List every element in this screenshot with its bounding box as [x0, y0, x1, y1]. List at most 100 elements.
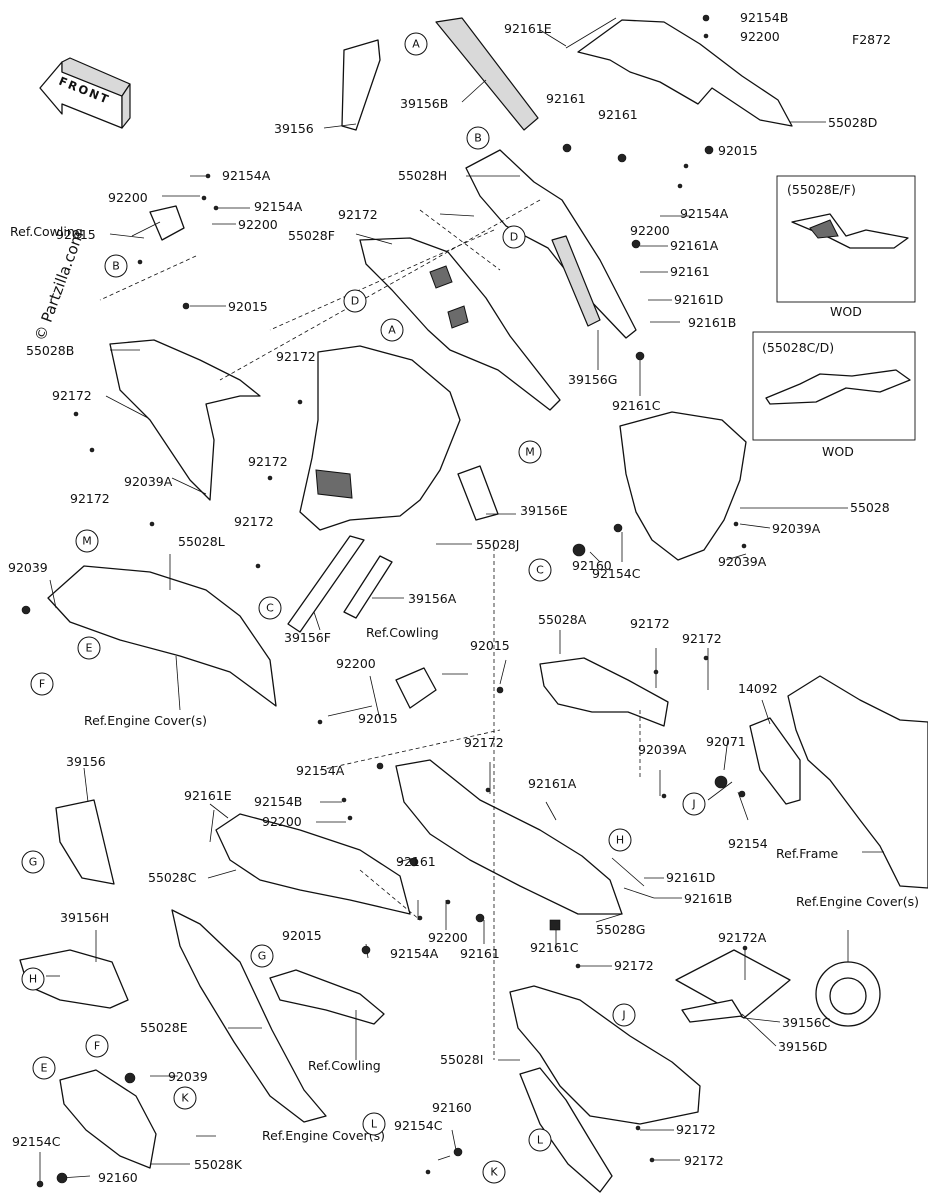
part-label: 92160	[572, 558, 612, 573]
part-label: 55028D	[828, 115, 877, 130]
callout-m: M	[518, 440, 542, 464]
part-label: 92154B	[740, 10, 788, 25]
wod-box-ef	[776, 175, 916, 303]
part-label: 92154A	[390, 946, 439, 961]
part-label: 92161E	[504, 21, 552, 36]
part-label: 92039A	[772, 521, 821, 536]
callout-letter: D	[510, 231, 518, 244]
callout-k: K	[173, 1086, 197, 1110]
callout-letter: H	[29, 973, 37, 986]
callout-f: F	[30, 672, 54, 696]
part-label: 39156A	[408, 591, 457, 606]
callout-m: M	[75, 529, 99, 553]
ref-label: Ref.Cowling	[366, 625, 439, 640]
part-label: 92161	[460, 946, 500, 961]
ref-label: Ref.Cowling	[308, 1058, 381, 1073]
part-label: 92039A	[124, 474, 173, 489]
callout-e: E	[32, 1056, 56, 1080]
part-label: 39156E	[520, 503, 568, 518]
part-label: 39156G	[568, 372, 617, 387]
part-label: 92154B	[254, 794, 302, 809]
callout-letter: K	[490, 1166, 498, 1179]
callout-l: L	[362, 1112, 386, 1136]
front-arrow-icon	[39, 57, 131, 129]
part-label: 92161D	[666, 870, 715, 885]
callout-letter: M	[525, 446, 535, 459]
part-label: 92172	[248, 454, 288, 469]
part-label: 55028L	[178, 534, 225, 549]
callout-letter: M	[82, 535, 92, 548]
part-label: 92161	[670, 264, 710, 279]
part-label: 92172	[70, 491, 110, 506]
callout-c: C	[258, 596, 282, 620]
part-label: 39156D	[778, 1039, 827, 1054]
callout-b: B	[466, 126, 490, 150]
part-label: 92161B	[684, 891, 732, 906]
wod-box-cd-caption: WOD	[822, 444, 854, 459]
part-label: 92200	[630, 223, 670, 238]
ref-label: Ref.Engine Cover(s)	[796, 894, 919, 909]
part-label: 92172	[614, 958, 654, 973]
callout-h: H	[21, 967, 45, 991]
callout-letter: C	[266, 602, 274, 615]
part-label: 92172	[276, 349, 316, 364]
part-label: 92039A	[638, 742, 687, 757]
part-label: 55028B	[26, 343, 74, 358]
part-label: 92161A	[528, 776, 577, 791]
part-label: 92160	[432, 1100, 472, 1115]
part-label: 92172	[682, 631, 722, 646]
callout-letter: J	[691, 798, 695, 811]
callout-h: H	[608, 828, 632, 852]
part-label: 92154C	[394, 1118, 443, 1133]
part-label: 55028C	[148, 870, 197, 885]
part-label: 92015	[470, 638, 510, 653]
part-label: 92154A	[254, 199, 303, 214]
part-label: 92160	[98, 1170, 138, 1185]
part-label: 39156	[66, 754, 106, 769]
part-label: 92071	[706, 734, 746, 749]
callout-letter: B	[112, 260, 120, 273]
part-label: 92200	[262, 814, 302, 829]
part-label: 92200	[108, 190, 148, 205]
part-label: 92154A	[222, 168, 271, 183]
callout-a: A	[404, 32, 428, 56]
diagram-code: F2872	[852, 32, 891, 47]
callout-letter: K	[181, 1092, 189, 1105]
callout-letter: J	[621, 1009, 625, 1022]
part-label: 92161	[598, 107, 638, 122]
callout-letter: L	[371, 1118, 378, 1131]
callout-b: B	[104, 254, 128, 278]
part-label: 92172A	[718, 930, 767, 945]
wod-box-cd	[752, 331, 916, 441]
callout-g: G	[21, 850, 45, 874]
part-label: 92039	[168, 1069, 208, 1084]
callout-letter: F	[39, 678, 45, 691]
wod-box-ef-title: (55028E/F)	[787, 182, 856, 197]
callout-d: D	[502, 225, 526, 249]
part-label: 92172	[338, 207, 378, 222]
callout-letter: L	[537, 1134, 544, 1147]
part-label: 92161	[546, 91, 586, 106]
callout-l: L	[528, 1128, 552, 1152]
callout-letter: F	[94, 1040, 100, 1053]
part-label: 92154C	[592, 566, 641, 581]
wod-box-ef-caption: WOD	[830, 304, 862, 319]
part-label: 92154C	[12, 1134, 61, 1149]
ref-label: Ref.Frame	[776, 846, 839, 861]
part-label: 92039A	[718, 554, 767, 569]
part-label: 39156F	[284, 630, 331, 645]
callout-k: K	[482, 1160, 506, 1184]
part-label: 92161A	[670, 238, 719, 253]
part-label: 92015	[282, 928, 322, 943]
fastener-dots	[21, 14, 748, 1188]
part-label: 92161D	[674, 292, 723, 307]
part-label: 92015	[56, 227, 96, 242]
part-label: 55028H	[398, 168, 447, 183]
part-label: 39156C	[782, 1015, 831, 1030]
callout-letter: G	[258, 950, 267, 963]
callout-letter: H	[616, 834, 624, 847]
part-label: 55028I	[440, 1052, 483, 1067]
callout-j: J	[682, 792, 706, 816]
part-shapes	[19, 17, 928, 1193]
ref-label: Ref.Engine Cover(s)	[84, 713, 207, 728]
